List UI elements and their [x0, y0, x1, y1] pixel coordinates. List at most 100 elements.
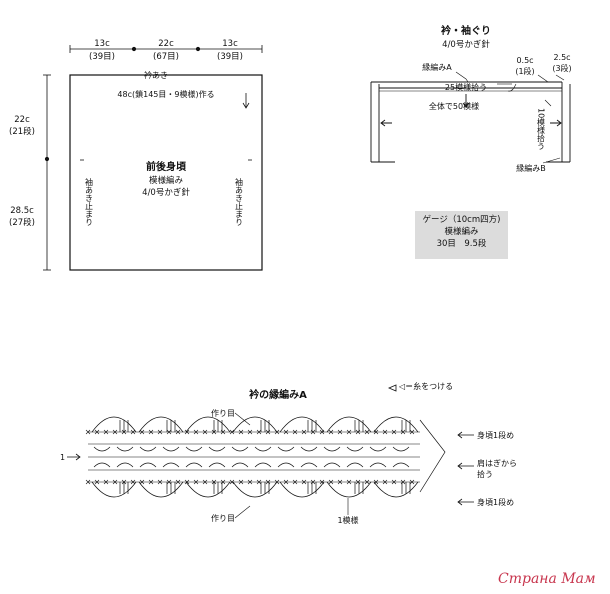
single-crochet-mark	[382, 479, 388, 485]
single-crochet-mark	[112, 429, 118, 435]
single-crochet-mark	[283, 429, 289, 435]
single-crochet-mark	[292, 479, 298, 485]
single-crochet-mark	[337, 479, 343, 485]
fan-arch-upper	[323, 446, 341, 452]
fan-arch-upper	[208, 446, 226, 452]
single-crochet-mark	[301, 429, 307, 435]
gauge-title: ゲージ（10cm四方)	[422, 215, 501, 225]
fan-arch-lower	[392, 462, 410, 468]
tsukurime-top: 作り目	[211, 408, 235, 418]
fan-arch-upper	[162, 446, 180, 452]
body-panel-labels: 13c (39目) 22c (67目) 13c (39目) 衿あき 48c(鎖1…	[9, 39, 243, 228]
width-1-stitches: (39目)	[89, 52, 115, 62]
armhole-stop-right: 袖あき止まり	[235, 177, 244, 226]
single-crochet-mark	[337, 429, 343, 435]
single-crochet-mark	[184, 429, 190, 435]
one-pattern-label: 1模様	[337, 515, 358, 525]
fan-arch-upper	[231, 446, 249, 452]
single-crochet-mark	[247, 429, 253, 435]
fan-arch-upper	[300, 446, 318, 452]
chain-note: 48c(鎖145目・9模様)作る	[117, 89, 214, 99]
single-crochet-mark	[148, 429, 154, 435]
fan-arch-upper	[93, 446, 111, 452]
scallop-arc-top	[91, 416, 137, 433]
edge-a-label: 縁編みA	[422, 62, 452, 72]
single-crochet-mark	[391, 479, 397, 485]
edging-chart-title-group: 衿の縁編みA ◁＝糸をつける 1 作り目 作り目 身頃1段め 肩はぎから 拾う …	[60, 381, 517, 525]
right-width-1-rows: (1段)	[515, 66, 534, 76]
single-crochet-mark	[157, 479, 163, 485]
scallop-arc-bottom	[185, 481, 231, 498]
single-crochet-mark	[112, 479, 118, 485]
width-2-stitches: (67目)	[153, 52, 179, 62]
scallop-arc-top	[326, 416, 372, 433]
single-crochet-mark	[256, 479, 262, 485]
fan-arch-upper	[277, 446, 295, 452]
fan-arch-upper	[116, 446, 134, 452]
collar-title: 衿・袖ぐり	[441, 24, 491, 37]
width-1-cm: 13c	[94, 39, 110, 49]
fan-arch-lower	[323, 462, 341, 468]
height-1-cm: 22c	[14, 115, 30, 125]
scallop-arc-bottom	[138, 481, 184, 498]
single-crochet-mark	[346, 479, 352, 485]
single-crochet-mark	[238, 429, 244, 435]
single-crochet-mark	[229, 429, 235, 435]
single-crochet-mark	[85, 479, 91, 485]
edging-start-label: 1	[60, 453, 65, 462]
single-crochet-mark	[346, 429, 352, 435]
single-crochet-mark	[328, 479, 334, 485]
scallop-arc-bottom	[279, 481, 325, 498]
single-crochet-mark	[301, 479, 307, 485]
single-crochet-mark	[103, 429, 109, 435]
scallop-arc-bottom	[373, 481, 419, 498]
shoulder-note-1: 肩はぎから	[477, 458, 517, 468]
single-crochet-mark	[247, 479, 253, 485]
single-crochet-mark	[139, 429, 145, 435]
single-crochet-mark	[166, 479, 172, 485]
scallop-arc-top	[232, 416, 278, 433]
single-crochet-mark	[148, 479, 154, 485]
gauge-values: 30目 9.5段	[436, 239, 487, 249]
right-pick-label: 10模様拾う	[537, 108, 546, 150]
single-crochet-mark	[292, 429, 298, 435]
fan-arch-lower	[369, 462, 387, 468]
single-crochet-mark	[130, 429, 136, 435]
right-width-1-cm: 0.5c	[516, 56, 533, 65]
watermark-logo: Страна Мам	[498, 571, 596, 587]
single-crochet-mark	[85, 429, 91, 435]
single-crochet-mark	[409, 479, 415, 485]
edge-b-label: 縁編みB	[516, 163, 546, 173]
single-crochet-mark	[229, 479, 235, 485]
single-crochet-mark	[166, 429, 172, 435]
height-2-rows: (27段)	[9, 217, 35, 228]
scallop-arc-bottom	[232, 481, 278, 498]
scallop-arc-top	[373, 416, 419, 433]
single-crochet-mark	[256, 429, 262, 435]
single-crochet-mark	[283, 479, 289, 485]
panel-pattern: 模様編み	[149, 175, 184, 186]
body-row-top: 身頃1段め	[477, 430, 514, 440]
single-crochet-mark	[238, 479, 244, 485]
fan-arch-upper	[185, 446, 203, 452]
single-crochet-mark	[184, 479, 190, 485]
scallop-arc-bottom	[326, 481, 372, 498]
panel-hook: 4/0号かぎ針	[142, 187, 190, 198]
single-crochet-mark	[175, 479, 181, 485]
height-2-cm: 28.5c	[10, 206, 34, 216]
collar-labels: 衿・袖ぐり 4/0号かぎ針 縁編みA 25模様拾う 全体で50模様 0.5c (…	[422, 24, 571, 173]
right-width-2-rows: (3段)	[552, 63, 571, 73]
fan-arch-upper	[254, 446, 272, 452]
edging-chart-symbols	[67, 384, 474, 519]
fan-arch-lower	[346, 462, 364, 468]
gauge-pattern: 模様編み	[444, 227, 479, 237]
single-crochet-mark	[130, 479, 136, 485]
single-crochet-mark	[409, 429, 415, 435]
single-crochet-mark	[202, 429, 208, 435]
collar-diagram	[370, 71, 571, 164]
width-2-cm: 22c	[158, 39, 174, 49]
height-1-rows: (21段)	[9, 126, 35, 137]
single-crochet-mark	[157, 429, 163, 435]
fan-arch-lower	[116, 462, 134, 468]
single-crochet-mark	[193, 479, 199, 485]
